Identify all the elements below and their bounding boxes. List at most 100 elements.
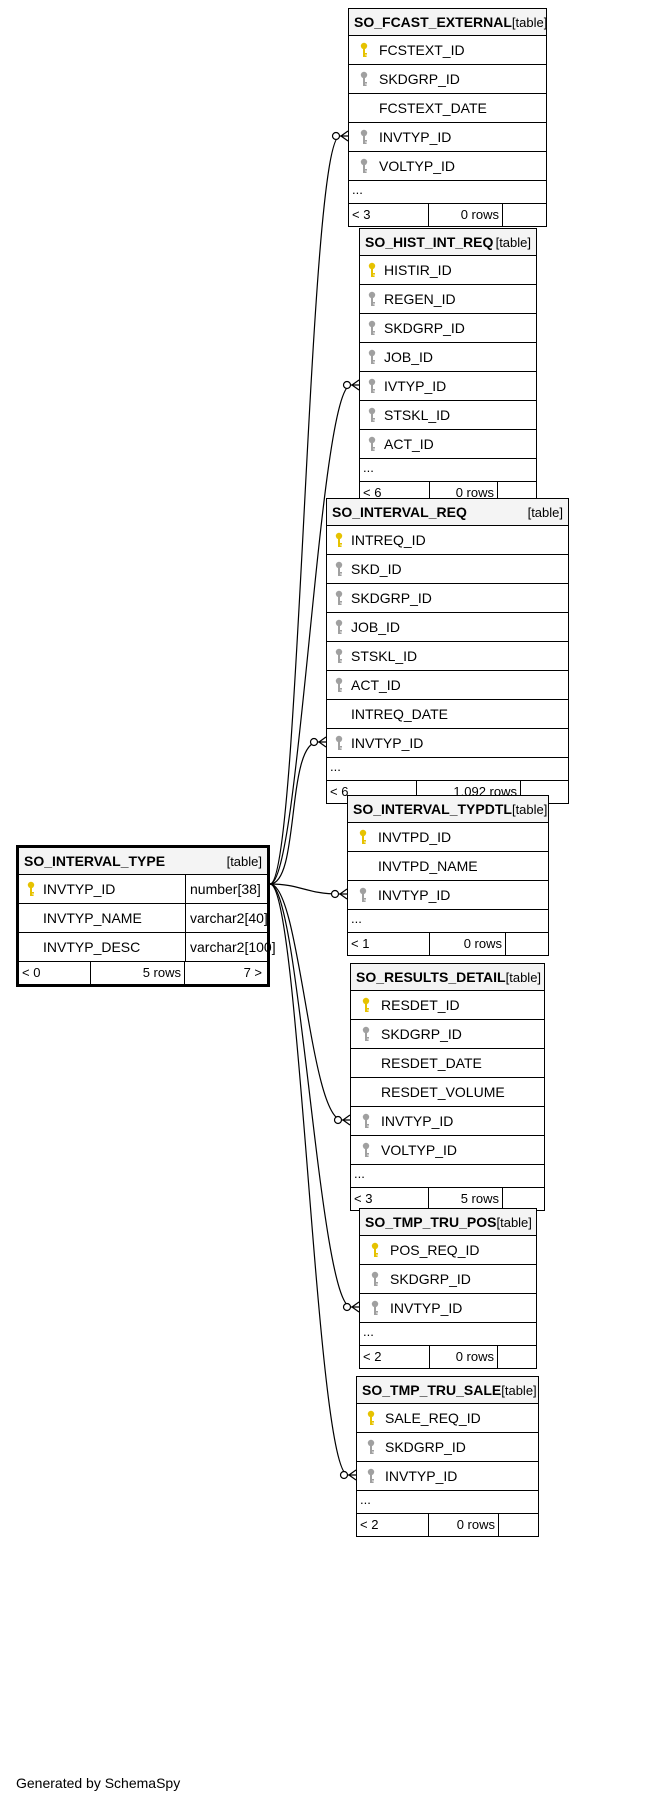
- foreign-key-icon: [349, 158, 379, 174]
- column-name: IVTYP_ID: [384, 378, 447, 394]
- table-name[interactable]: SO_TMP_TRU_SALE: [362, 1382, 502, 1398]
- parent-count: < 6: [327, 781, 417, 803]
- column-row[interactable]: REGEN_ID: [360, 285, 536, 314]
- column-name: REGEN_ID: [384, 291, 456, 307]
- foreign-key-icon: [327, 735, 351, 751]
- table-header: SO_HIST_INT_REQ[table]: [360, 229, 536, 256]
- column-row[interactable]: RESDET_VOLUME: [351, 1078, 544, 1107]
- column-row[interactable]: RESDET_DATE: [351, 1049, 544, 1078]
- column-row[interactable]: INVTYP_ID: [357, 1462, 538, 1491]
- table-name[interactable]: SO_TMP_TRU_POS: [365, 1214, 497, 1230]
- table-so-interval-typdtl[interactable]: SO_INTERVAL_TYPDTL[table] INVTPD_ID INVTPD…: [347, 795, 549, 956]
- many-crowfoot-marker: [348, 1469, 357, 1481]
- foreign-key-icon: [327, 590, 351, 606]
- column-row[interactable]: FCSTEXT_ID: [349, 36, 546, 65]
- column-name: INTREQ_ID: [351, 532, 426, 548]
- column-row[interactable]: VOLTYP_ID: [349, 152, 546, 181]
- column-row[interactable]: SALE_REQ_ID: [357, 1404, 538, 1433]
- column-type: varchar2[40]: [185, 904, 268, 932]
- column-row[interactable]: INTREQ_ID: [327, 526, 568, 555]
- column-row[interactable]: IVTYP_ID: [360, 372, 536, 401]
- table-name[interactable]: SO_INTERVAL_TYPE: [24, 853, 166, 869]
- column-name: INVTYP_ID: [381, 1113, 454, 1129]
- column-name: INVTYP_ID: [378, 887, 451, 903]
- column-name: STSKL_ID: [351, 648, 418, 664]
- table-name[interactable]: SO_INTERVAL_TYPDTL: [353, 801, 512, 817]
- primary-key-icon: [19, 881, 43, 897]
- column-row[interactable]: INVTYP_ID: [360, 1294, 536, 1323]
- column-name: SKDGRP_ID: [381, 1026, 462, 1042]
- column-name: RESDET_VOLUME: [381, 1084, 505, 1100]
- column-row[interactable]: INVTYP_ID: [327, 729, 568, 758]
- column-name: INVTPD_ID: [378, 829, 452, 845]
- column-row[interactable]: STSKL_ID: [327, 642, 568, 671]
- foreign-key-icon: [351, 1113, 381, 1129]
- column-type: number[38]: [185, 875, 261, 903]
- column-row[interactable]: FCSTEXT_DATE: [349, 94, 546, 123]
- column-row[interactable]: ACT_ID: [327, 671, 568, 700]
- column-row[interactable]: INVTYP_ID number[38]: [19, 875, 267, 904]
- column-row[interactable]: SKDGRP_ID: [360, 1265, 536, 1294]
- table-name[interactable]: SO_RESULTS_DETAIL: [356, 969, 506, 985]
- foreign-key-icon: [360, 291, 384, 307]
- column-name: INVTYP_ID: [43, 881, 116, 897]
- column-row[interactable]: VOLTYP_ID: [351, 1136, 544, 1165]
- column-row[interactable]: SKDGRP_ID: [360, 314, 536, 343]
- column-row[interactable]: SKDGRP_ID: [351, 1020, 544, 1049]
- column-row[interactable]: INVTPD_ID: [348, 823, 548, 852]
- optional-marker: [331, 131, 341, 141]
- column-row[interactable]: JOB_ID: [360, 343, 536, 372]
- column-row[interactable]: SKD_ID: [327, 555, 568, 584]
- column-name: JOB_ID: [384, 349, 434, 365]
- foreign-key-icon: [357, 1439, 385, 1455]
- parent-count: < 3: [349, 204, 429, 226]
- table-name[interactable]: SO_INTERVAL_REQ: [332, 504, 467, 520]
- column-name: INVTYP_ID: [351, 735, 424, 751]
- table-name[interactable]: SO_HIST_INT_REQ: [365, 234, 494, 250]
- table-name[interactable]: SO_FCAST_EXTERNAL: [354, 14, 512, 30]
- column-row[interactable]: INVTYP_ID: [348, 881, 548, 910]
- column-row[interactable]: RESDET_ID: [351, 991, 544, 1020]
- parent-count: < 0: [19, 962, 91, 984]
- column-row[interactable]: SKDGRP_ID: [327, 584, 568, 613]
- column-row[interactable]: HISTIR_ID: [360, 256, 536, 285]
- foreign-key-icon: [360, 407, 384, 423]
- column-row[interactable]: SKDGRP_ID: [349, 65, 546, 94]
- table-header: SO_TMP_TRU_SALE[table]: [357, 1377, 538, 1404]
- column-name: POS_REQ_ID: [390, 1242, 480, 1258]
- table-header: SO_RESULTS_DETAIL[table]: [351, 964, 544, 991]
- primary-key-icon: [349, 42, 379, 58]
- relationship-line: [269, 883, 356, 1476]
- more-columns-ellipsis: ...: [327, 758, 568, 781]
- column-type: varchar2[100]: [185, 933, 276, 961]
- column-row[interactable]: INTREQ_DATE: [327, 700, 568, 729]
- table-type-tag: [table]: [226, 853, 262, 869]
- column-row[interactable]: SKDGRP_ID: [357, 1433, 538, 1462]
- table-header: SO_FCAST_EXTERNAL[table]: [349, 9, 547, 36]
- column-row[interactable]: ACT_ID: [360, 430, 536, 459]
- table-so-hist-int-req[interactable]: SO_HIST_INT_REQ[table]HISTIR_ID REGEN_ID S…: [359, 228, 537, 505]
- column-row[interactable]: STSKL_ID: [360, 401, 536, 430]
- column-row[interactable]: INVTYP_ID: [351, 1107, 544, 1136]
- column-row[interactable]: INVTYP_ID: [349, 123, 546, 152]
- many-crowfoot-marker: [339, 888, 348, 900]
- column-row[interactable]: JOB_ID: [327, 613, 568, 642]
- more-columns-ellipsis: ...: [349, 181, 546, 204]
- table-type-tag: [table]: [505, 969, 542, 985]
- column-row[interactable]: POS_REQ_ID: [360, 1236, 536, 1265]
- table-so-interval-type[interactable]: SO_INTERVAL_TYPE [table] INVTYP_ID number[3…: [16, 845, 276, 987]
- table-header: SO_INTERVAL_TYPDTL[table]: [348, 796, 548, 823]
- column-row[interactable]: INVTPD_NAME: [348, 852, 548, 881]
- child-count: [503, 1188, 544, 1210]
- more-columns-ellipsis: ...: [360, 459, 536, 482]
